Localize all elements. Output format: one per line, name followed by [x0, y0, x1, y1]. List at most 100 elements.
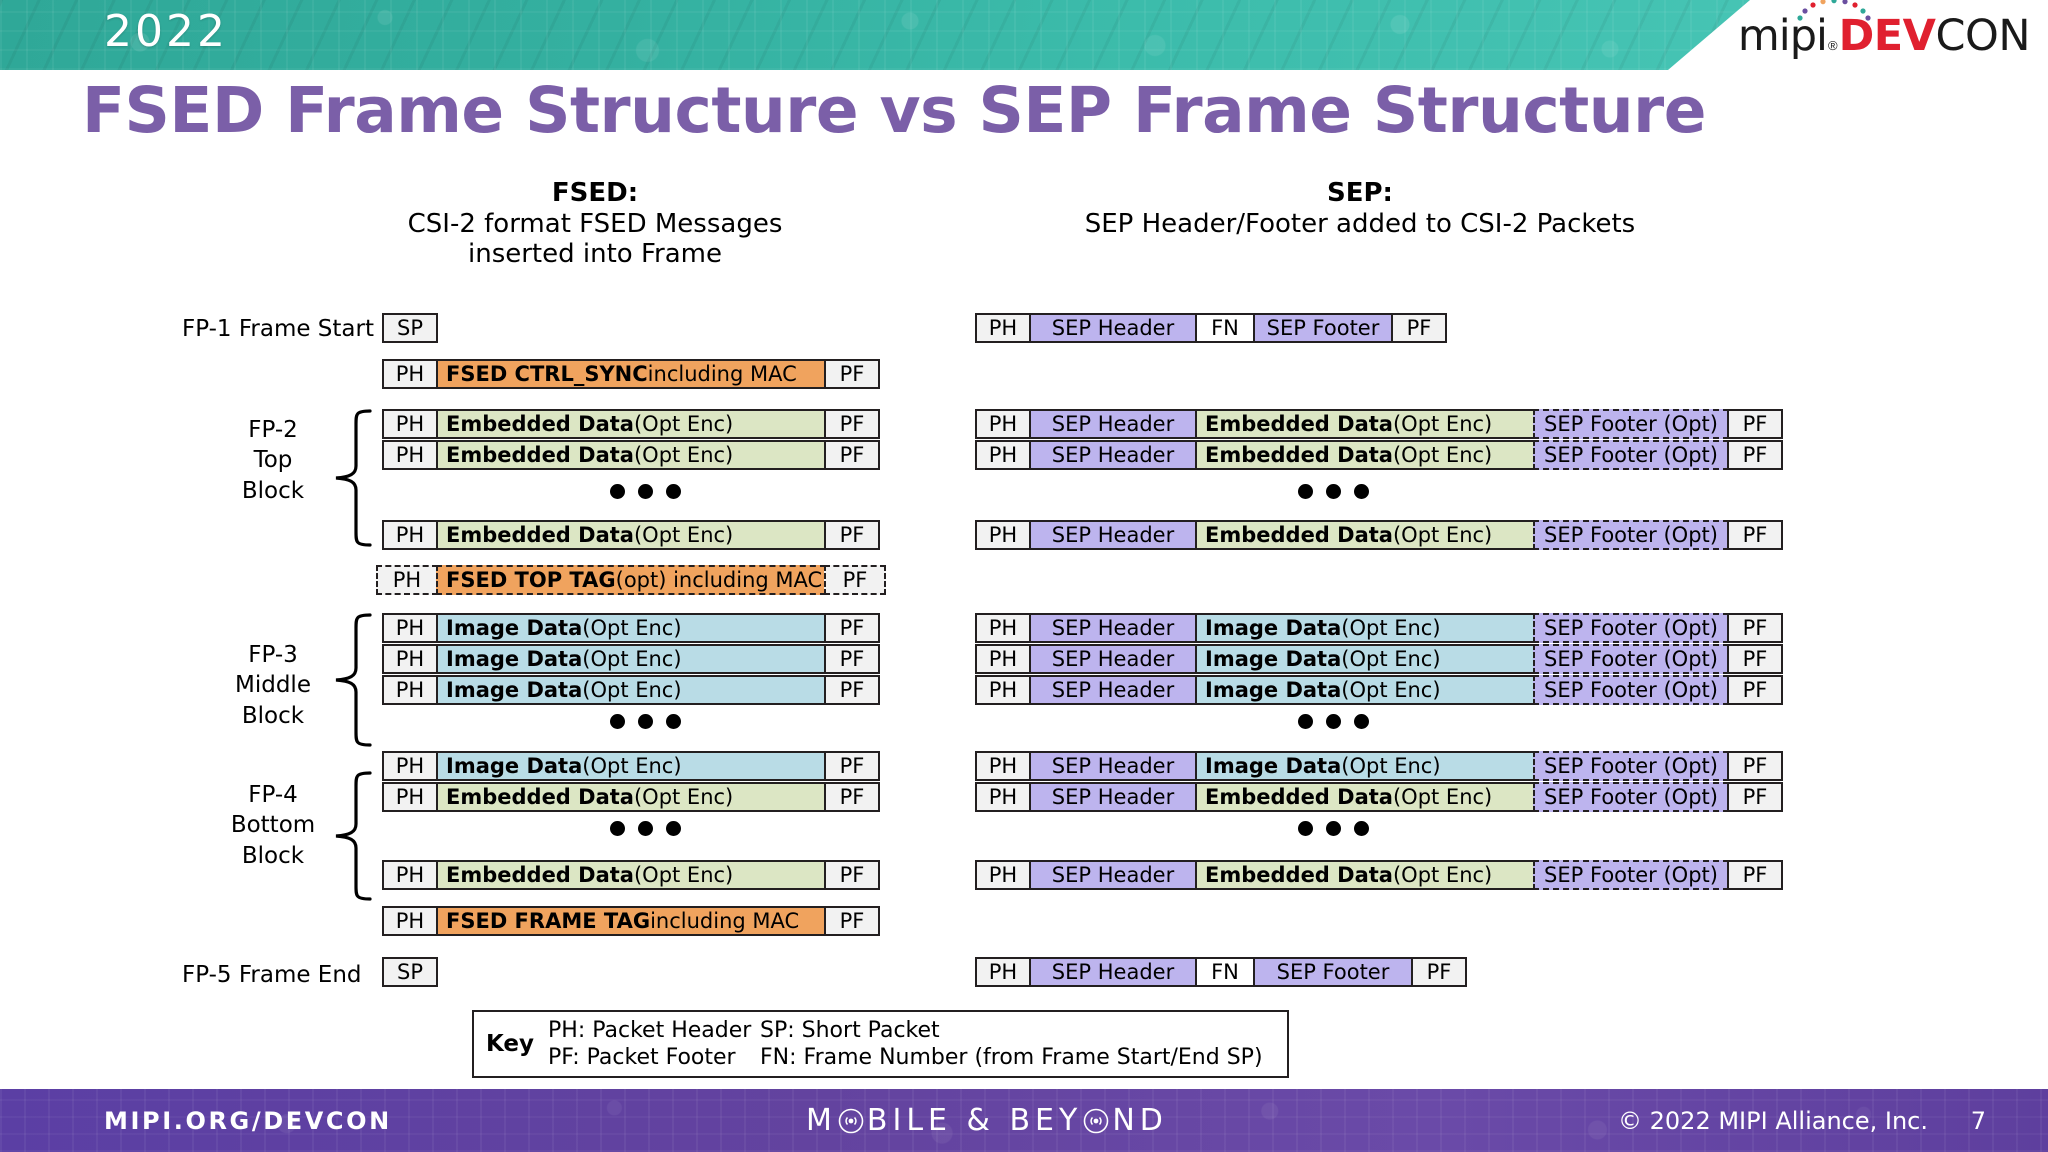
cell-pf: PF — [824, 675, 880, 705]
cell-pf: PF — [824, 520, 880, 550]
cell-sep-footer-opt: SEP Footer (Opt) — [1533, 409, 1729, 439]
ellipsis-sep-top — [1298, 484, 1369, 499]
embedded-rest: (Opt Enc) — [1392, 862, 1493, 887]
ellipsis-fsed-top — [610, 484, 681, 499]
fp4-line2: Bottom — [230, 812, 316, 839]
brace-fp3 — [335, 613, 372, 747]
cell-ph: PH — [975, 860, 1031, 890]
cell-image-data: Image Data (Opt Enc) — [436, 675, 826, 705]
cell-fsed-frame-tag: FSED FRAME TAG including MAC — [436, 906, 826, 936]
brace-fp4 — [335, 771, 372, 901]
embedded-bold: Embedded Data — [1205, 522, 1393, 547]
cell-sep-header: SEP Header — [1029, 520, 1197, 550]
image-bold: Image Data — [446, 677, 583, 702]
cell-pf: PF — [1727, 782, 1783, 812]
sep-row-image-4: PH SEP Header Image Data (Opt Enc) SEP F… — [975, 751, 1783, 781]
cell-ph: PH — [382, 409, 438, 439]
cell-embedded-data: Embedded Data (Opt Enc) — [436, 409, 826, 439]
image-rest: (Opt Enc) — [582, 646, 682, 671]
embedded-bold: Embedded Data — [1205, 442, 1393, 467]
cell-pf: PF — [1727, 440, 1783, 470]
sep-row-image-2: PH SEP Header Image Data (Opt Enc) SEP F… — [975, 644, 1783, 674]
image-rest: (Opt Enc) — [582, 753, 682, 778]
fsed-row-embedded-3: PH Embedded Data (Opt Enc) PF — [382, 520, 880, 550]
cell-sep-header: SEP Header — [1029, 644, 1197, 674]
cell-sep-header: SEP Header — [1029, 957, 1197, 987]
cell-sep-footer-opt: SEP Footer (Opt) — [1533, 644, 1729, 674]
fp2-line2: Top — [253, 447, 293, 474]
sep-row-frame-end: PH SEP Header FN SEP Footer PF — [975, 957, 1467, 987]
cell-pf: PF — [824, 409, 880, 439]
cell-image-data: Image Data (Opt Enc) — [1195, 644, 1535, 674]
image-rest: (Opt Enc) — [582, 615, 682, 640]
cell-sep-header: SEP Header — [1029, 613, 1197, 643]
cell-embedded-data: Embedded Data (Opt Enc) — [436, 782, 826, 812]
fp3-line3: Block — [241, 702, 305, 729]
cell-ph: PH — [975, 675, 1031, 705]
frame-tag-bold: FSED FRAME TAG — [446, 908, 651, 933]
image-rest: (Opt Enc) — [1341, 677, 1441, 702]
cell-sep-footer-opt: SEP Footer (Opt) — [1533, 440, 1729, 470]
cell-embedded-data: Embedded Data (Opt Enc) — [436, 520, 826, 550]
tagline-part-c: ND — [1112, 1103, 1168, 1138]
embedded-rest: (Opt Enc) — [1392, 522, 1493, 547]
cell-ph: PH — [975, 957, 1031, 987]
fsed-row-embedded-2: PH Embedded Data (Opt Enc) PF — [382, 440, 880, 470]
fp-label-fp4: FP-4 Bottom Block — [198, 780, 348, 871]
cell-pf: PF — [824, 906, 880, 936]
cell-pf: PF — [824, 613, 880, 643]
cell-pf: PF — [1727, 751, 1783, 781]
cell-sep-footer: SEP Footer — [1253, 957, 1413, 987]
cell-sep-header: SEP Header — [1029, 860, 1197, 890]
fp2-line1: FP-2 — [248, 417, 298, 443]
cell-sp: SP — [382, 957, 438, 987]
logo-dev-text: DEV — [1838, 11, 1936, 61]
tagline-part-b: BILE & BEY — [866, 1103, 1083, 1138]
cell-embedded-data: Embedded Data (Opt Enc) — [1195, 520, 1535, 550]
sep-row-embedded-5: PH SEP Header Embedded Data (Opt Enc) SE… — [975, 860, 1783, 890]
sep-row-image-3: PH SEP Header Image Data (Opt Enc) SEP F… — [975, 675, 1783, 705]
cell-embedded-data: Embedded Data (Opt Enc) — [436, 440, 826, 470]
fsed-heading-title: FSED: — [551, 178, 639, 208]
image-bold: Image Data — [1205, 753, 1342, 778]
cell-sep-header: SEP Header — [1029, 782, 1197, 812]
cell-ph: PH — [382, 613, 438, 643]
fsed-row-frame-start: SP — [382, 313, 438, 343]
cell-ph: PH — [975, 409, 1031, 439]
fsed-row-image-4: PH Image Data (Opt Enc) PF — [382, 751, 880, 781]
cell-pf: PF — [824, 565, 886, 595]
logo-registered-icon: ® — [1828, 38, 1838, 53]
top-tag-bold: FSED TOP TAG — [446, 567, 616, 592]
cell-ph: PH — [376, 565, 438, 595]
page-title: FSED Frame Structure vs SEP Frame Struct… — [82, 74, 1706, 147]
cell-pf: PF — [824, 359, 880, 389]
fp3-line2: Middle — [235, 672, 311, 699]
footer-url: MIPI.ORG/DEVCON — [104, 1106, 392, 1135]
embedded-rest: (Opt Enc) — [1392, 784, 1493, 809]
cell-pf: PF — [1727, 860, 1783, 890]
fsed-heading-sub2: inserted into Frame — [468, 239, 722, 270]
cell-ph: PH — [382, 520, 438, 550]
sep-row-embedded-4: PH SEP Header Embedded Data (Opt Enc) SE… — [975, 782, 1783, 812]
embedded-bold: Embedded Data — [446, 522, 634, 547]
cell-sep-footer-opt: SEP Footer (Opt) — [1533, 613, 1729, 643]
fsed-row-image-2: PH Image Data (Opt Enc) PF — [382, 644, 880, 674]
fp-label-fp5: FP-5 Frame End — [182, 962, 362, 988]
embedded-rest: (Opt Enc) — [633, 442, 734, 467]
cell-pf: PF — [824, 860, 880, 890]
cell-fn: FN — [1195, 313, 1255, 343]
sep-row-frame-start: PH SEP Header FN SEP Footer PF — [975, 313, 1447, 343]
ctrl-sync-bold: FSED CTRL_SYNC — [446, 361, 648, 386]
cell-pf: PF — [1727, 409, 1783, 439]
ellipsis-fsed-middle — [610, 714, 681, 729]
fp-label-fp1: FP-1 Frame Start — [182, 316, 374, 342]
fp4-line3: Block — [241, 842, 305, 869]
embedded-rest: (Opt Enc) — [1392, 411, 1493, 436]
cell-sep-footer-opt: SEP Footer (Opt) — [1533, 782, 1729, 812]
key-legend-box: Key PH: Packet Header SP: Short Packet P… — [472, 1010, 1289, 1078]
embedded-bold: Embedded Data — [446, 411, 634, 436]
cell-ph: PH — [382, 440, 438, 470]
cell-ph: PH — [975, 751, 1031, 781]
fsed-row-frame-end: SP — [382, 957, 438, 987]
